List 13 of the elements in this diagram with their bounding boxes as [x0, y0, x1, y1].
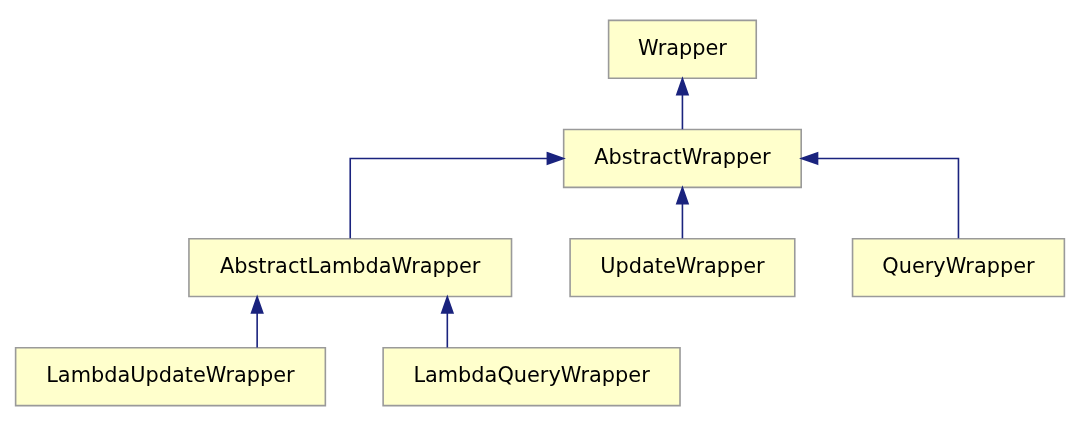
node-box: LambdaUpdateWrapper [14, 347, 327, 407]
arrow [799, 151, 960, 240]
node-box: AbstractWrapper [562, 128, 802, 189]
node-box: AbstractLambdaWrapper [188, 237, 513, 298]
node-box: Wrapper [607, 19, 758, 79]
arrow [349, 151, 566, 240]
arrow [675, 185, 690, 240]
arrow [440, 294, 455, 349]
node-box: LambdaQueryWrapper [382, 347, 681, 407]
arrow [250, 294, 264, 349]
node-box: UpdateWrapper [569, 237, 796, 298]
node-box: QueryWrapper [851, 237, 1066, 298]
arrow [675, 76, 690, 130]
